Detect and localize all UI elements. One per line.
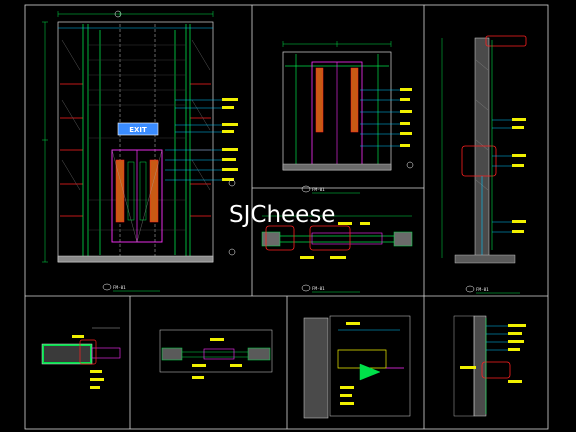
detail-2 [159, 329, 273, 379]
main-elevation: EXIT [42, 10, 238, 292]
small-elevation-title: FM-01 [312, 187, 325, 192]
detail-4 [453, 315, 526, 417]
detail-1 [41, 327, 121, 389]
sheet-frame [24, 4, 549, 430]
exit-sign-label: EXIT [129, 126, 147, 134]
plan-section: FM-01 [261, 215, 413, 293]
main-elevation-title: FM-01 [113, 285, 126, 290]
small-elevation: FM-01 [282, 41, 414, 194]
plan-section-title: FM-01 [312, 286, 325, 291]
detail-3 [303, 315, 411, 419]
side-section-title: FM-01 [476, 287, 489, 292]
watermark-text: SJCheese [229, 202, 335, 228]
exit-sign [117, 122, 159, 136]
double-door [111, 149, 163, 243]
side-section: FM-01 [441, 35, 527, 294]
